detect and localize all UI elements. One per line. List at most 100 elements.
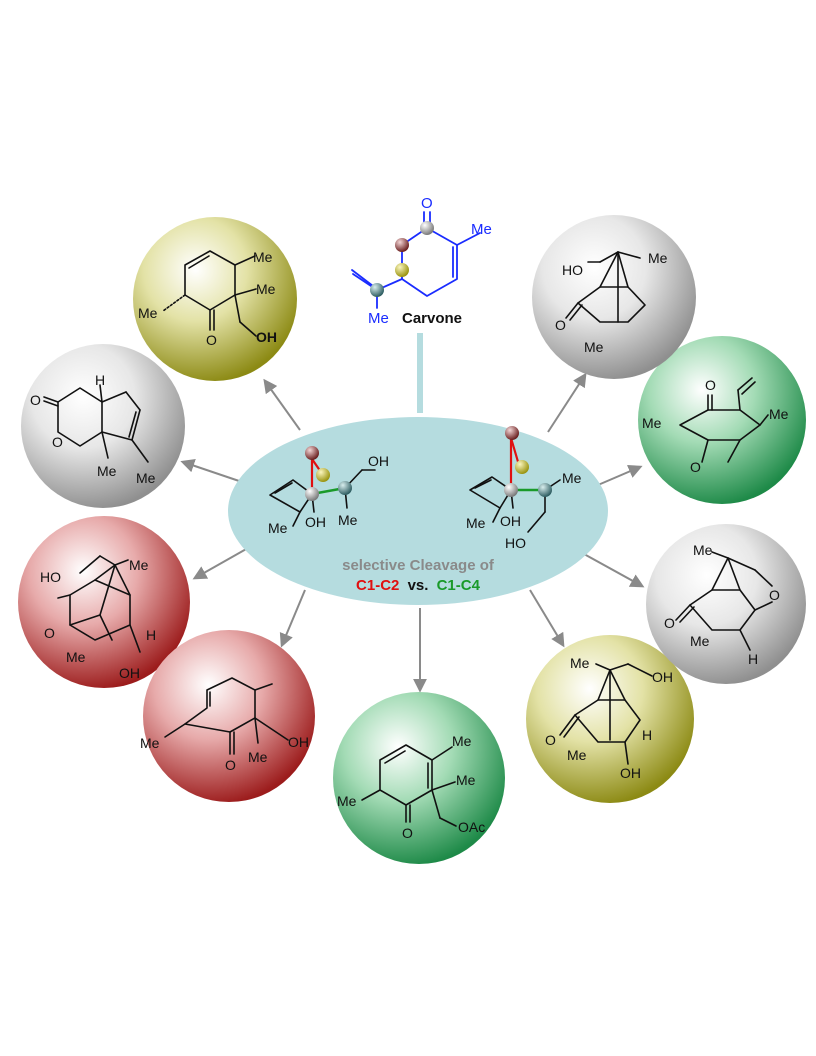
- arrow-to-olive-top-left: [263, 378, 301, 431]
- center-left-c3: [316, 468, 330, 482]
- carvone-o: O: [421, 195, 433, 212]
- center-right-label-me2: Me: [466, 515, 486, 531]
- arrow-to-gray-lactone: [180, 458, 246, 484]
- label-3: Me: [138, 305, 158, 321]
- center-left-label-oh2: OH: [305, 514, 326, 530]
- carvone-name: Carvone: [402, 310, 462, 327]
- label-me-mid: Me: [456, 772, 476, 788]
- product-sphere: [638, 336, 806, 504]
- label-h: H: [748, 651, 758, 667]
- center-right-c4: [538, 483, 552, 497]
- carvone-atom-c4: [370, 283, 384, 297]
- center-left-c1: [305, 487, 319, 501]
- arrow-to-olive-camphor: [529, 589, 565, 648]
- arrow-to-green-bicyclic: [597, 464, 643, 486]
- center-left-label-oh: OH: [368, 453, 389, 469]
- product-gray-camphor: HO Me O Me: [532, 215, 696, 379]
- product-green-acetate: Me Me Me O OAc: [333, 692, 505, 864]
- label-me-top: Me: [570, 655, 590, 671]
- label-o-ring: O: [769, 587, 780, 603]
- carvone-atom-c2: [395, 238, 409, 252]
- product-sphere: [532, 215, 696, 379]
- center-right-label-oh: OH: [500, 513, 521, 529]
- caption-vs: vs.: [408, 577, 429, 594]
- arrow-to-red-camphor: [192, 547, 249, 580]
- product-olive-top-left: Me Me Me O OH: [133, 217, 297, 381]
- label-me-right: Me: [769, 406, 789, 422]
- label-me-top: Me: [693, 542, 713, 558]
- center-right-c2: [505, 426, 519, 440]
- label-me: Me: [690, 633, 710, 649]
- label-o: O: [545, 732, 556, 748]
- center-caption-line1: selective Cleavage of: [342, 557, 495, 574]
- product-sphere: [21, 344, 185, 508]
- product-gray-ether: Me O O Me H: [646, 524, 806, 684]
- center-right-label-ho: HO: [505, 535, 526, 551]
- label-me-left: Me: [140, 735, 160, 751]
- arrows: [180, 372, 645, 693]
- product-sphere: [333, 692, 505, 864]
- center-left-label-me: Me: [268, 520, 288, 536]
- product-green-bicyclic: O Me Me O: [638, 336, 806, 504]
- carvone-me2: Me: [368, 310, 389, 327]
- label-oac: OAc: [458, 819, 485, 835]
- center-left-label-me2: Me: [338, 512, 358, 528]
- label-oh: OH: [119, 665, 140, 681]
- label-o-top: O: [705, 377, 716, 393]
- product-sphere: [646, 524, 806, 684]
- label-1: Me: [253, 249, 273, 265]
- label-o: O: [402, 825, 413, 841]
- carvone-connector: [417, 333, 423, 413]
- product-sphere: [143, 630, 315, 802]
- label-h: H: [146, 627, 156, 643]
- label-me-top: Me: [452, 733, 472, 749]
- label-o-ring: O: [52, 434, 63, 450]
- center-ellipse: [228, 417, 608, 605]
- label-ho: HO: [40, 569, 61, 585]
- center-left-c2: [305, 446, 319, 460]
- label-me2: Me: [66, 649, 86, 665]
- label-me: Me: [648, 250, 668, 266]
- center-left-c4: [338, 481, 352, 495]
- label-o: O: [555, 317, 566, 333]
- center-left-structure: OH Me OH Me: [268, 446, 389, 536]
- product-red-camphor: HO Me O Me H OH: [18, 516, 190, 688]
- carvone-structure: O Me Me Carvone: [351, 195, 492, 327]
- label-h: H: [95, 372, 105, 388]
- label-4: O: [206, 332, 217, 348]
- center-right-c1: [504, 483, 518, 497]
- label-me2: Me: [136, 470, 156, 486]
- label-o-carbonyl: O: [30, 392, 41, 408]
- arrow-to-gray-ether: [583, 553, 645, 588]
- label-me-left: Me: [642, 415, 662, 431]
- label-me1: Me: [97, 463, 117, 479]
- product-red-enone: Me O Me OH: [140, 630, 315, 802]
- label-5: OH: [256, 329, 277, 345]
- label-oh: OH: [620, 765, 641, 781]
- label-o: O: [664, 615, 675, 631]
- label-ho: HO: [562, 262, 583, 278]
- center-right-label-me: Me: [562, 470, 582, 486]
- product-gray-lactone: O O H Me Me: [21, 344, 185, 508]
- center-right-structure: Me Me OH HO: [466, 426, 582, 551]
- label-me2: Me: [584, 339, 604, 355]
- product-olive-camphor: Me OH O Me H OH: [526, 635, 694, 803]
- carvone-atom-c1: [420, 221, 434, 235]
- carvone-me: Me: [471, 221, 492, 238]
- label-o: O: [44, 625, 55, 641]
- carvone-atom-c3: [395, 263, 409, 277]
- label-o: O: [225, 757, 236, 773]
- label-me: Me: [129, 557, 149, 573]
- label-oh: OH: [288, 734, 309, 750]
- label-o-ring: O: [690, 459, 701, 475]
- product-sphere: [133, 217, 297, 381]
- label-h: H: [642, 727, 652, 743]
- arrow-to-gray-camphor: [547, 372, 587, 433]
- label-2: Me: [256, 281, 276, 297]
- label-me-left: Me: [337, 793, 357, 809]
- arrow-to-red-enone: [279, 589, 306, 648]
- label-me: Me: [567, 747, 587, 763]
- label-me: Me: [248, 749, 268, 765]
- caption-c1c4: C1-C4: [437, 577, 481, 594]
